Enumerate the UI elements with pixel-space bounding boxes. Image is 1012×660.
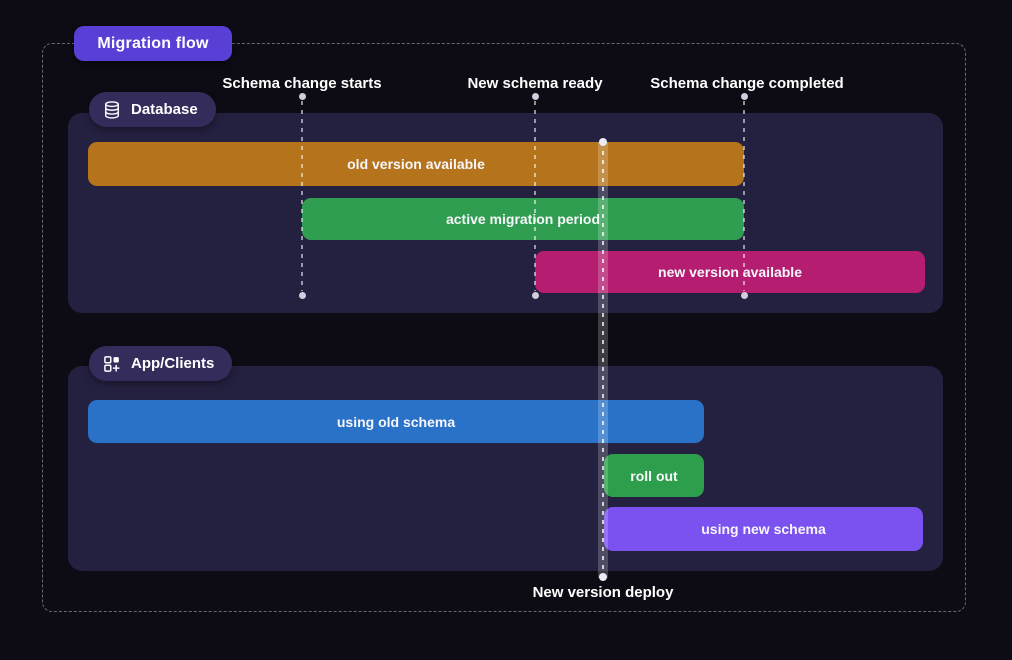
event-label-new-schema-ready: New schema ready bbox=[467, 75, 603, 92]
bar-roll-out: roll out bbox=[604, 454, 704, 497]
bar-label: using new schema bbox=[701, 521, 826, 537]
guide-line-new-schema-ready bbox=[534, 101, 536, 291]
database-lane-label: Database bbox=[131, 101, 198, 118]
diagram-dashed-frame bbox=[42, 43, 966, 612]
app-clients-lane-badge: App/Clients bbox=[89, 346, 233, 381]
bar-active-migration-period: active migration period bbox=[302, 198, 744, 240]
bar-label: roll out bbox=[630, 467, 678, 484]
event-label-schema-change-completed: Schema change completed bbox=[650, 75, 844, 92]
database-lane-badge: Database bbox=[89, 92, 216, 127]
guide-dot-bottom-schema-change-completed bbox=[740, 291, 748, 299]
guide-dot-bottom-new-schema-ready bbox=[531, 291, 539, 299]
bar-label: active migration period bbox=[445, 211, 601, 227]
guide-line-schema-change-starts bbox=[301, 101, 303, 291]
event-label-schema-change-starts: Schema change starts bbox=[222, 75, 382, 92]
database-icon bbox=[102, 100, 122, 120]
app-clients-lane-label: App/Clients bbox=[131, 355, 215, 372]
guide-dot-top-schema-change-completed bbox=[740, 92, 748, 100]
deploy-dot-bottom bbox=[599, 573, 607, 581]
guide-line-schema-change-completed bbox=[743, 101, 745, 291]
bar-new-version-available: new version available bbox=[535, 251, 925, 293]
apps-plus-icon bbox=[102, 354, 122, 374]
guide-dot-bottom-schema-change-starts bbox=[298, 291, 306, 299]
bar-using-old-schema: using old schema bbox=[88, 400, 704, 443]
deploy-timeline-stripe bbox=[598, 142, 608, 578]
diagram-title-badge: Migration flow bbox=[74, 26, 232, 61]
deploy-dot-top bbox=[599, 138, 607, 146]
bar-label: new version available bbox=[658, 264, 802, 280]
guide-dot-top-schema-change-starts bbox=[298, 92, 306, 100]
diagram-title: Migration flow bbox=[97, 34, 209, 52]
bar-old-version-available: old version available bbox=[88, 142, 744, 186]
deploy-timeline-dashes bbox=[602, 142, 604, 578]
event-label-new-version-deploy: New version deploy bbox=[532, 584, 674, 601]
bar-using-new-schema: using new schema bbox=[604, 507, 923, 551]
bar-label: using old schema bbox=[336, 413, 456, 430]
guide-dot-top-new-schema-ready bbox=[531, 92, 539, 100]
bar-label: old version available bbox=[347, 156, 485, 172]
